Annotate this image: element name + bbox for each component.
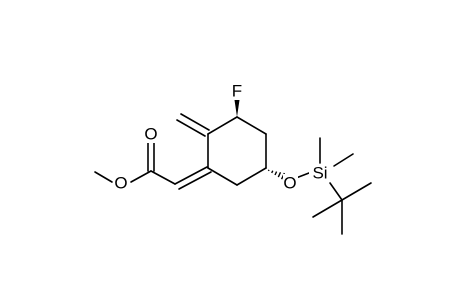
bond-tbu-methyl-1 [312, 199, 343, 218]
atom-o-silyl-ether: O [283, 174, 296, 193]
bond-tbu-methyl-2 [341, 182, 372, 201]
bond-exo-double-1 [174, 166, 208, 185]
ring-bond-c6-c1 [207, 167, 238, 186]
wedge-bond-f [234, 100, 240, 117]
atom-o-methoxy: O [114, 174, 127, 193]
bond-si-tbu [329, 182, 343, 201]
bond-methylene-double-1 [176, 119, 206, 137]
bond-methyl-o [94, 171, 113, 183]
ring-bond-c5-c6 [236, 167, 267, 186]
bond-o-carbonylc [130, 170, 152, 183]
bond-si-methyl-right [333, 153, 354, 167]
ring-bond-c3-c4 [236, 116, 267, 135]
bond-carbonylc-alphac [150, 170, 176, 185]
bond-o-si [295, 172, 310, 179]
bond-exo-double-2 [178, 171, 212, 190]
bond-methylene-double-2 [180, 113, 210, 131]
atom-fluorine: F [232, 82, 242, 101]
ring-bond-c2-c3 [207, 116, 238, 135]
atom-o-carbonyl: O [144, 125, 157, 144]
hashed-wedge-bond-o [267, 169, 286, 180]
atom-silicon: Si [312, 164, 327, 183]
